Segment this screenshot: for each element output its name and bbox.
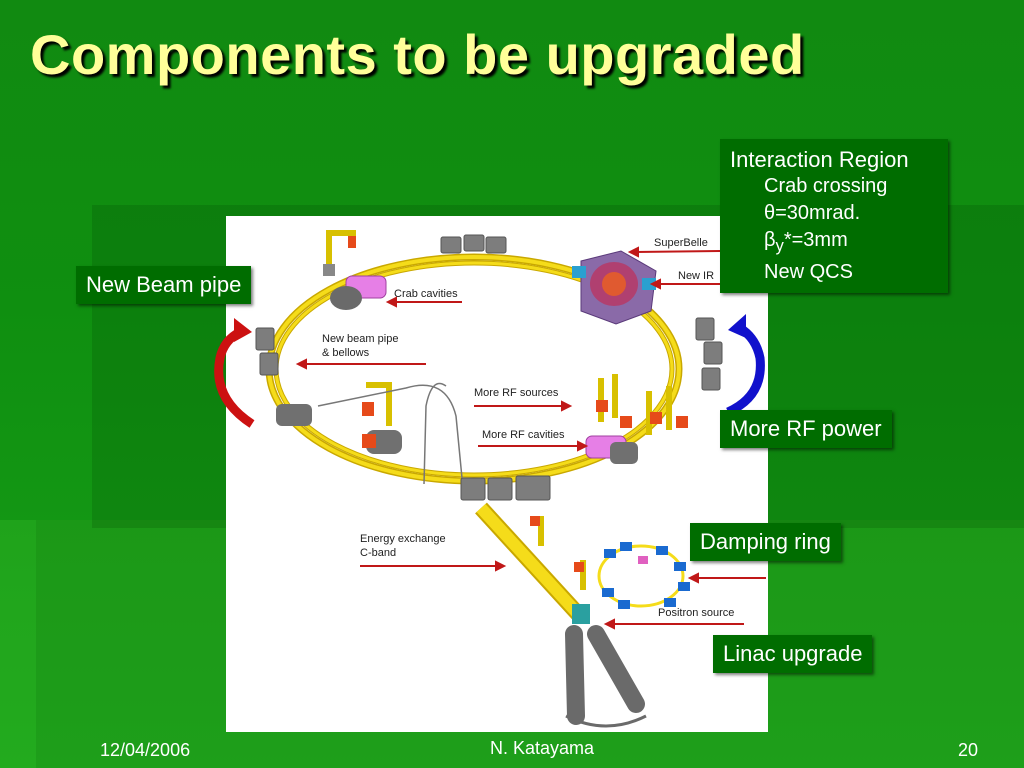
callout-more-rf-power: More RF power [720, 410, 892, 448]
theta-value: =30mrad. [775, 202, 861, 224]
ir-beta: βy*=3mm [764, 227, 938, 259]
callout-linac-upgrade: Linac upgrade [713, 635, 873, 673]
beta-symbol: β [764, 229, 776, 251]
slide-title: Components to be upgraded [30, 23, 805, 86]
footer-author: N. Katayama [490, 738, 595, 758]
footer-date: 12/04/2006 [100, 740, 191, 760]
ring-magnets [255, 234, 723, 501]
label-more-rf-sources: More RF sources [474, 387, 559, 399]
label-positron-source: Positron source [658, 607, 734, 619]
callout-interaction-region: Interaction Region Crab crossing θ=30mra… [720, 139, 948, 293]
superbelle-detector [572, 250, 657, 325]
ir-new-qcs: New QCS [764, 261, 853, 283]
beta-subscript: y [775, 236, 784, 255]
callout-arrows [295, 246, 766, 630]
crab-cavities [323, 230, 387, 310]
ir-theta: θ=30mrad. [764, 200, 938, 227]
label-c-band: C-band [360, 547, 396, 559]
callout-new-beam-pipe: New Beam pipe [76, 266, 252, 304]
label-superbelle: SuperBelle [654, 237, 708, 249]
linac [475, 502, 647, 728]
red-curved-arrow [214, 318, 255, 428]
ir-heading: Interaction Region [730, 147, 909, 172]
accelerator-diagram: SuperBelle New IR Crab cavities New beam… [226, 216, 768, 732]
theta-symbol: θ [764, 202, 776, 224]
damping-ring [597, 542, 690, 609]
beta-value: *=3mm [783, 229, 848, 251]
label-more-rf-cavities: More RF cavities [482, 429, 565, 441]
ir-crab-crossing: Crab crossing [764, 175, 888, 197]
label-energy-exchange: Energy exchange [360, 533, 446, 545]
blue-curved-arrow [726, 314, 765, 417]
leader-lines [317, 382, 463, 485]
left-rf-assembly [276, 382, 402, 454]
label-crab-cavities: Crab cavities [394, 288, 458, 300]
label-new-ir: New IR [678, 270, 714, 282]
label-bellows: & bellows [322, 347, 370, 359]
label-new-beam-pipe: New beam pipe [322, 333, 398, 345]
footer-page-number: 20 [958, 740, 979, 760]
right-rf-assembly [585, 374, 688, 464]
callout-damping-ring: Damping ring [690, 523, 841, 561]
